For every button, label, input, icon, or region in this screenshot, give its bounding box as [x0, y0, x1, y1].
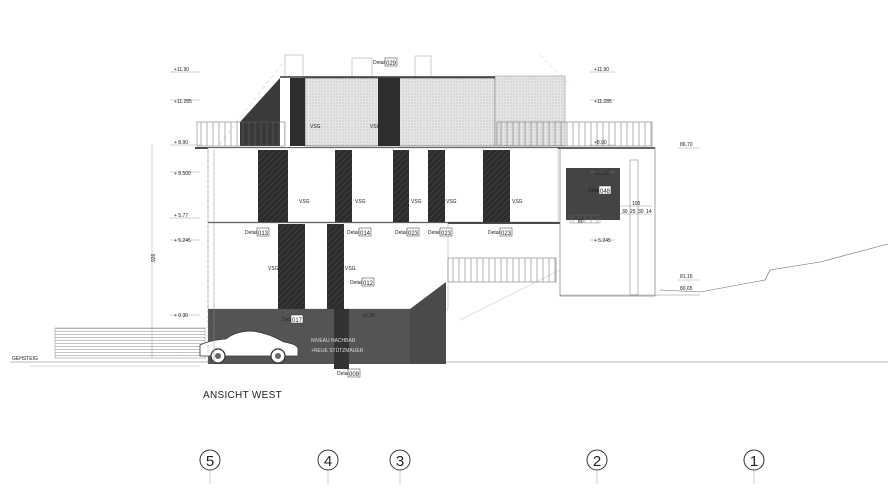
- svg-text:023: 023: [408, 231, 419, 237]
- window-m5: [483, 150, 510, 222]
- levels-right: +11.90 +11.285 +8.90 +8.500 + 5.245: [590, 67, 615, 244]
- svg-text:+8.500: +8.500: [594, 171, 610, 177]
- svg-text:14: 14: [646, 209, 652, 215]
- svg-text:VSG: VSG: [411, 199, 422, 205]
- svg-text:VSG: VSG: [299, 199, 310, 205]
- svg-text:+11.90: +11.90: [594, 67, 609, 73]
- window-m2: [335, 150, 352, 222]
- grid-axis-5: 5: [199, 449, 221, 484]
- svg-text:100: 100: [632, 201, 641, 207]
- heights-right: 86,70 81,15 80,65: [678, 142, 700, 292]
- svg-text:Detail: Detail: [588, 188, 601, 194]
- svg-text:+11.285: +11.285: [174, 99, 192, 105]
- balcony-railing-lower: [447, 257, 557, 283]
- grid-axis-2: 2: [586, 449, 608, 484]
- svg-text:+11.285: +11.285: [594, 99, 612, 105]
- window-l1: [278, 224, 305, 310]
- svg-text:+ 8.90: + 8.90: [174, 140, 188, 146]
- detail-tag-012: Detail 012: [350, 277, 375, 287]
- svg-text:2: 2: [593, 453, 601, 470]
- svg-text:Detail: Detail: [488, 230, 501, 236]
- detail-tag-009: Detail 009: [337, 368, 361, 378]
- levels-left: +11.90 +11.285 + 8.90 + 8.500 + 5.77 + 5…: [170, 67, 200, 319]
- detail-tag-013: Detail 013: [245, 227, 270, 237]
- railing-top-right: [496, 121, 653, 147]
- svg-text:86,70: 86,70: [680, 142, 693, 148]
- window-m4: [428, 150, 445, 222]
- svg-text:023: 023: [501, 231, 512, 237]
- fence-left: [54, 327, 206, 359]
- terrain-line: [659, 243, 888, 293]
- drawing-title: ANSICHT WEST: [203, 390, 282, 401]
- grid-axis-4: 4: [317, 449, 339, 484]
- small-dims: 100 30 25 30 14 80: [578, 201, 652, 225]
- svg-text:+ 5.77: + 5.77: [174, 213, 188, 219]
- svg-text:5: 5: [206, 453, 214, 470]
- svg-text:1: 1: [750, 453, 758, 470]
- svg-text:81,15: 81,15: [680, 274, 693, 280]
- svg-text:30: 30: [622, 209, 628, 215]
- garage-level: +0,30: [362, 313, 375, 319]
- svg-text:+ 0.30: + 0.30: [174, 313, 188, 319]
- svg-text:Detail: Detail: [347, 230, 360, 236]
- svg-text:+ 5.245: + 5.245: [174, 238, 191, 244]
- detail-tag-017: Detail 017: [282, 314, 304, 324]
- svg-text:25: 25: [630, 209, 636, 215]
- car-illustration: [199, 330, 299, 364]
- detail-tag-029: Detail 029: [373, 57, 398, 67]
- svg-text:012: 012: [363, 281, 374, 287]
- svg-text:30: 30: [638, 209, 644, 215]
- svg-text:013: 013: [258, 231, 269, 237]
- svg-text:VSG: VSG: [268, 266, 279, 272]
- grid-axis-3: 3: [389, 449, 411, 484]
- svg-text:VSG: VSG: [512, 199, 523, 205]
- svg-text:+ 5.245: + 5.245: [594, 238, 611, 244]
- window-m3: [393, 150, 409, 222]
- svg-text:Detail: Detail: [350, 280, 363, 286]
- svg-text:VSG: VSG: [310, 124, 321, 130]
- detail-tag-023a: Detail 023: [395, 227, 420, 237]
- svg-text:80,65: 80,65: [680, 286, 693, 292]
- svg-text:VSG: VSG: [355, 199, 366, 205]
- dark-panel-right: [566, 168, 620, 220]
- detail-tag-023b: Detail 023: [428, 227, 453, 237]
- grid-axis-1: 1: [743, 449, 765, 484]
- svg-text:017: 017: [292, 318, 303, 324]
- dim-vertical: 926: [151, 253, 157, 262]
- svg-text:023: 023: [441, 231, 452, 237]
- window-l2: [327, 224, 344, 310]
- svg-text:3: 3: [396, 453, 404, 470]
- vsg-labels: VSG VSG VSG VSG VSG VSG VSG VSG VSG: [268, 124, 523, 272]
- svg-text:Detail: Detail: [245, 230, 258, 236]
- svg-text:+11.90: +11.90: [174, 67, 189, 73]
- svg-text:014: 014: [360, 231, 371, 237]
- ground-label: GEHSTEIG: [12, 356, 38, 362]
- railing-top-left: [196, 121, 286, 147]
- detail-tag-014: Detail 014: [347, 227, 372, 237]
- svg-text:029: 029: [386, 61, 397, 67]
- svg-text:VSG: VSG: [370, 124, 381, 130]
- svg-text:+8.90: +8.90: [594, 140, 607, 146]
- svg-text:Detail: Detail: [428, 230, 441, 236]
- svg-text:048: 048: [600, 189, 611, 195]
- svg-text:Detail: Detail: [337, 371, 350, 377]
- detail-tag-048: Detail 048: [588, 185, 612, 195]
- garage-text-2: +NEUE STÜTZMAUER: [311, 347, 364, 354]
- svg-text:VSG: VSG: [446, 199, 457, 205]
- svg-text:VSG: VSG: [345, 266, 356, 272]
- window-m1: [258, 150, 288, 222]
- svg-text:Detail: Detail: [395, 230, 408, 236]
- garage-text-1: NIVEAU NACHBAR: [311, 338, 356, 344]
- svg-text:+ 8.500: + 8.500: [174, 171, 191, 177]
- svg-text:80: 80: [578, 219, 584, 225]
- svg-text:009: 009: [349, 372, 360, 378]
- svg-text:Detail: Detail: [282, 317, 295, 323]
- detail-tag-023c: Detail 023: [488, 227, 513, 237]
- svg-text:Detail: Detail: [373, 60, 386, 66]
- svg-text:4: 4: [324, 453, 332, 470]
